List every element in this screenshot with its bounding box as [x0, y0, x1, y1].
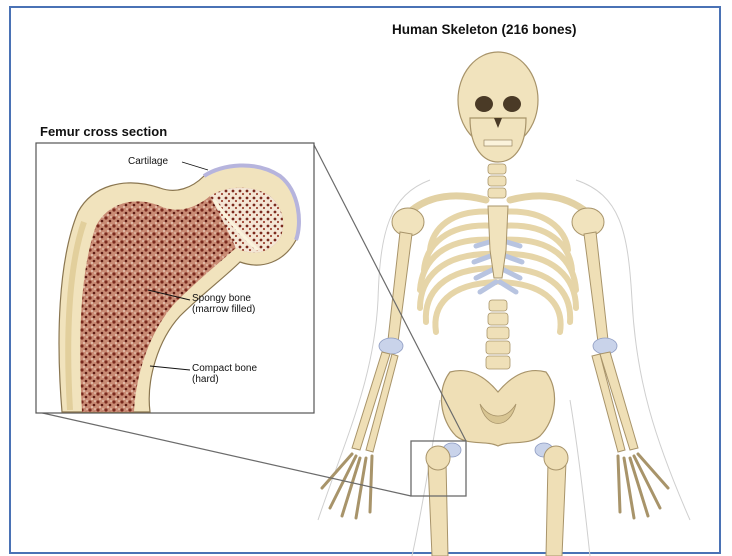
label-compact-line1: Compact bone: [192, 363, 257, 374]
zoom-line-bottom: [38, 412, 411, 496]
femur-cross-section-inset: [36, 143, 314, 413]
label-compact-line2: (hard): [192, 374, 257, 385]
label-spongy-bone: Spongy bone (marrow filled): [192, 293, 255, 315]
zoom-line-top: [313, 143, 466, 441]
diagram-title: Human Skeleton (216 bones): [392, 22, 577, 37]
inset-title: Femur cross section: [40, 124, 167, 139]
pelvis: [441, 371, 554, 446]
femurs: [426, 446, 568, 556]
label-cartilage: Cartilage: [128, 156, 168, 167]
label-spongy-line2: (marrow filled): [192, 304, 255, 315]
label-compact-bone: Compact bone (hard): [192, 363, 257, 385]
hands: [322, 454, 668, 518]
label-spongy-line1: Spongy bone: [192, 293, 255, 304]
